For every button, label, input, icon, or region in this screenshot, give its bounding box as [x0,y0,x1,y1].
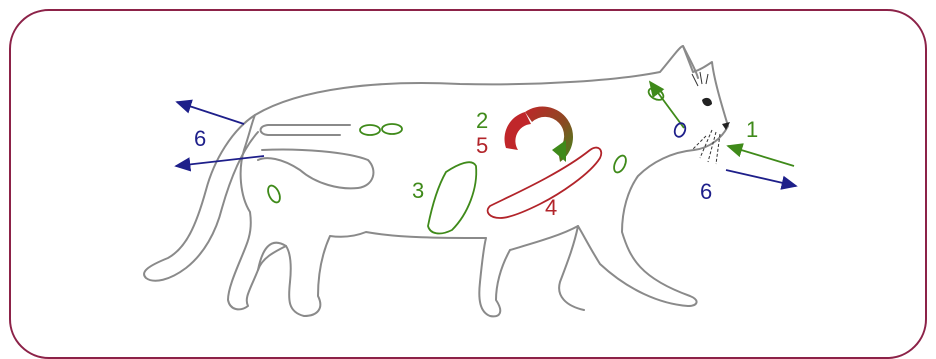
cat-diagram: 1 2 3 4 5 6 6 [0,0,936,347]
label-3: 3 [412,178,424,203]
green-arrow-up [650,82,684,128]
label-1: 1 [746,117,758,142]
cat-brow-whiskers [692,72,708,86]
label-5: 5 [476,133,488,158]
cat-hind-leg-line [258,243,286,270]
green-node-chest [612,154,629,175]
cat-outline [144,46,730,316]
blue-arrow-right [726,170,796,186]
green-node-hind [266,184,283,205]
intestine-loop [258,125,373,188]
label-4: 4 [545,195,557,220]
blue-node-head [673,122,687,139]
cat-eye [702,98,712,106]
label-6-right: 6 [700,179,712,204]
liver-shape [428,162,476,233]
cat-front-leg-line [559,226,584,310]
blue-arrow-upper-left [177,102,244,124]
green-structures [266,86,666,234]
cat-ear-line [683,46,698,78]
cycle-icon [505,106,574,162]
blue-arrow-lower-left [176,156,264,166]
label-2: 2 [476,108,488,133]
label-6-left: 6 [194,126,206,151]
green-node-2 [382,124,402,134]
green-node-1 [360,125,380,135]
green-arrow-in [728,146,794,166]
